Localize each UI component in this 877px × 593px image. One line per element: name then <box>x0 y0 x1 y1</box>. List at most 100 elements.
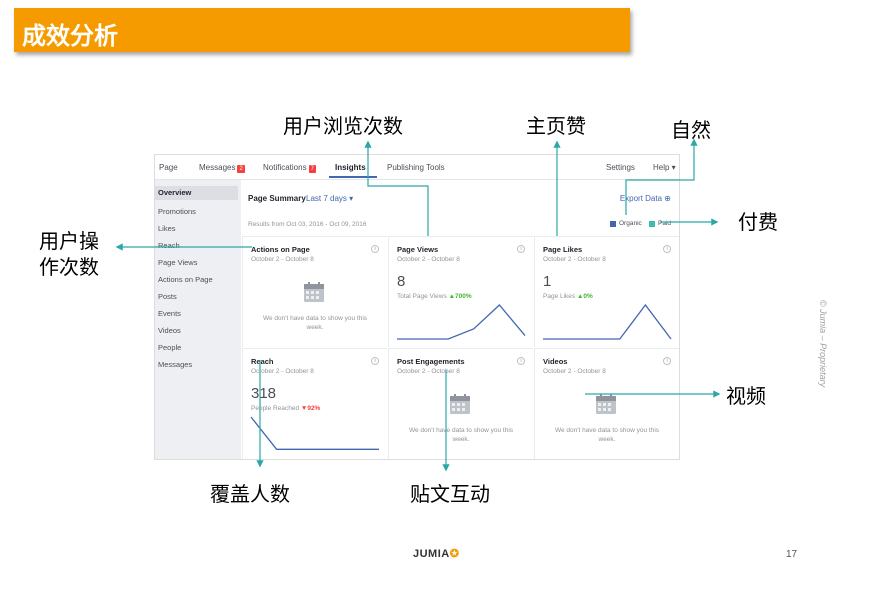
main-content: Page Summary Last 7 days ▾ Export Data ⊕… <box>242 180 679 459</box>
card-title: Post Engagements <box>397 357 465 366</box>
page-likes-sparkline <box>543 303 672 340</box>
card-date: October 2 - October 8 <box>543 256 606 263</box>
card-date: October 2 - October 8 <box>397 368 460 375</box>
card-subtitle: People Reached ▼92% <box>251 405 320 412</box>
card-title: Actions on Page <box>251 245 310 254</box>
card-post-engagements[interactable]: Post Engagements October 2 - October 8 i… <box>388 348 533 459</box>
arrow-page-views <box>364 140 429 236</box>
annotation-organic: 自然 <box>671 118 711 142</box>
card-value: 318 <box>251 385 277 402</box>
annotation-page-likes: 主页赞 <box>526 114 586 138</box>
card-value: 1 <box>543 273 552 290</box>
sidebar-item-posts[interactable]: Posts <box>158 292 177 301</box>
sidebar-item-messages[interactable]: Messages <box>158 360 193 369</box>
calendar-icon <box>304 282 324 302</box>
nav-publishing-tools[interactable]: Publishing Tools <box>387 163 445 172</box>
jumia-logo: JUMIA✪ <box>413 547 459 560</box>
info-icon[interactable]: i <box>517 357 525 365</box>
reach-sparkline <box>250 416 379 450</box>
page-number: 17 <box>786 549 798 560</box>
legend-paid: Paid <box>658 220 672 227</box>
sidebar-item-actions-on-page[interactable]: Actions on Page <box>158 275 213 284</box>
change-down: ▼92% <box>300 405 321 412</box>
card-date: October 2 - October 8 <box>251 368 314 375</box>
no-data-message: We don't have data to show you this week… <box>554 427 660 443</box>
card-sub-label: Page Likes <box>543 293 576 300</box>
change-up: ▲700% <box>448 293 472 300</box>
page-views-sparkline <box>397 304 526 340</box>
sidebar-item-likes[interactable]: Likes <box>158 224 176 233</box>
no-data-message: We don't have data to show you this week… <box>408 427 514 443</box>
export-data-link[interactable]: Export Data ⊕ <box>620 194 671 203</box>
card-reach[interactable]: Reach October 2 - October 8 i 318 People… <box>242 348 387 459</box>
sidebar-item-videos[interactable]: Videos <box>158 326 181 335</box>
sidebar-item-reach[interactable]: Reach <box>158 241 180 250</box>
sidebar-item-overview[interactable]: Overview <box>155 186 238 200</box>
sidebar: Overview Promotions Likes Reach Page Vie… <box>155 180 241 459</box>
change-up: ▲0% <box>576 293 593 300</box>
active-tab-underline <box>329 176 377 178</box>
card-title: Page Likes <box>543 245 583 254</box>
annotation-videos: 视频 <box>726 384 766 408</box>
export-data-label: Export Data <box>619 194 663 203</box>
messages-badge: 2 <box>237 165 245 173</box>
logo-mark-icon: ✪ <box>449 548 460 560</box>
notifications-badge: 7 <box>308 165 316 173</box>
slide-title: 成效分析 <box>22 22 118 50</box>
logo-text: JUMIA <box>413 548 450 560</box>
card-title: Reach <box>251 357 274 366</box>
organic-swatch <box>610 221 616 227</box>
annotation-actions-line2: 作次数 <box>39 255 99 279</box>
info-icon[interactable]: i <box>371 357 379 365</box>
info-icon[interactable]: i <box>517 245 525 253</box>
annotation-reach: 覆盖人数 <box>210 482 290 506</box>
page-summary-title: Page Summary <box>248 194 306 203</box>
card-sub-label: People Reached <box>251 405 300 412</box>
calendar-icon <box>596 394 616 414</box>
annotation-paid: 付费 <box>738 210 778 234</box>
sidebar-item-page-views[interactable]: Page Views <box>158 258 198 267</box>
annotation-actions-line1: 用户操 <box>39 229 99 253</box>
sparkline-series <box>250 416 379 450</box>
annotation-page-views: 用户浏览次数 <box>283 114 403 138</box>
card-page-likes[interactable]: Page Likes October 2 - October 8 i 1 Pag… <box>534 236 679 347</box>
sparkline-series <box>543 303 672 340</box>
date-range-dropdown[interactable]: Last 7 days ▾ <box>306 194 354 203</box>
info-icon[interactable]: i <box>371 245 379 253</box>
card-value: 8 <box>397 273 406 290</box>
export-icon: ⊕ <box>662 194 671 203</box>
nav-insights[interactable]: Insights <box>335 163 366 172</box>
nav-page[interactable]: Page <box>159 163 178 172</box>
arrow-organic <box>625 138 698 215</box>
card-title: Page Views <box>397 245 439 254</box>
card-date: October 2 - October 8 <box>397 256 460 263</box>
card-subtitle: Total Page Views ▲700% <box>397 293 472 300</box>
card-date: October 2 - October 8 <box>543 368 606 375</box>
card-page-views[interactable]: Page Views October 2 - October 8 i 8 Tot… <box>388 236 533 347</box>
card-sub-label: Total Page Views <box>397 293 447 300</box>
slide-title-bar: 成效分析 <box>14 8 630 52</box>
nav-notifications-label: Notifications <box>263 163 307 172</box>
card-title: Videos <box>543 357 568 366</box>
card-actions-on-page[interactable]: Actions on Page October 2 - October 8 i … <box>242 236 387 347</box>
nav-settings[interactable]: Settings <box>606 163 635 172</box>
nav-help[interactable]: Help ▾ <box>653 163 676 172</box>
no-data-message: We don't have data to show you this week… <box>262 315 368 331</box>
proprietary-note: © Jumia – Proprietary <box>818 300 828 388</box>
sidebar-item-people[interactable]: People <box>158 343 182 352</box>
sidebar-item-events[interactable]: Events <box>158 309 181 318</box>
info-icon[interactable]: i <box>663 357 671 365</box>
card-subtitle: Page Likes ▲0% <box>543 293 593 300</box>
results-range: Results from Oct 03, 2016 - Oct 09, 2016 <box>248 221 367 228</box>
info-icon[interactable]: i <box>663 245 671 253</box>
calendar-icon <box>450 394 470 414</box>
annotation-engagements: 贴文互动 <box>410 482 490 506</box>
sidebar-item-promotions[interactable]: Promotions <box>158 207 196 216</box>
paid-swatch <box>649 221 655 227</box>
card-videos[interactable]: Videos October 2 - October 8 i We don't … <box>534 348 679 459</box>
